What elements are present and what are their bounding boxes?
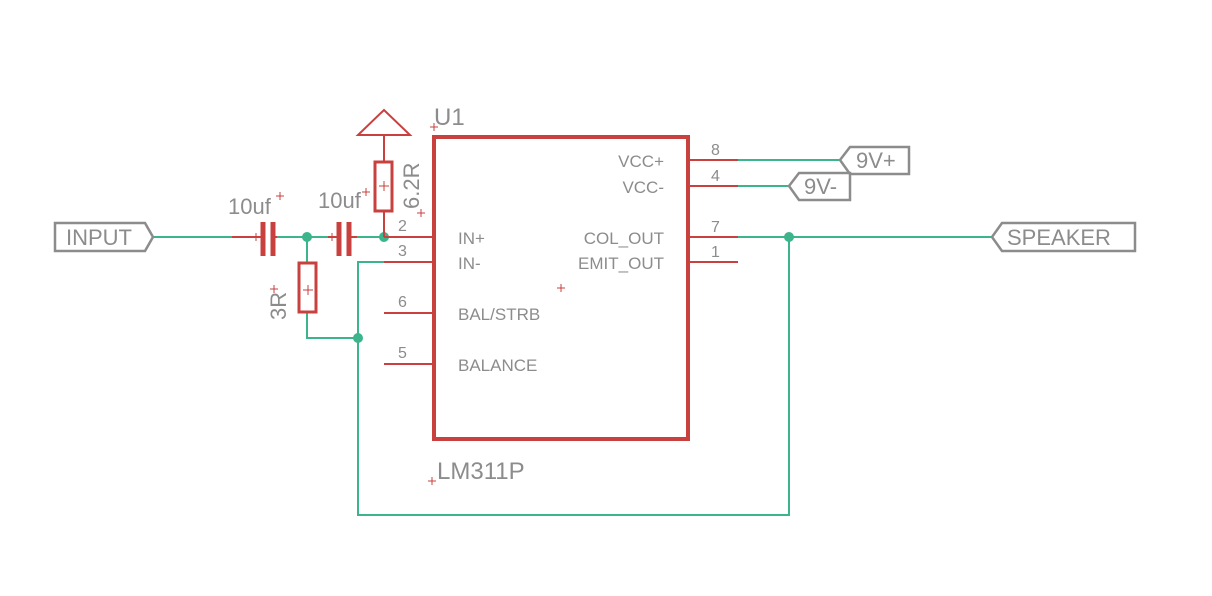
resistor-3r-value-label: 3R	[266, 292, 291, 320]
pin-label: COL_OUT	[584, 229, 664, 248]
resistor-3r-body	[297, 261, 318, 314]
pin-number: 2	[398, 218, 407, 235]
capacitor-c1[interactable]: 10uf	[228, 192, 284, 256]
ic-pin-in-minus[interactable]: 3 IN-	[384, 243, 481, 273]
junction-dot	[353, 333, 363, 343]
input-port[interactable]: INPUT	[53, 221, 155, 253]
speaker-port[interactable]: SPEAKER	[990, 221, 1137, 253]
pin-label: BAL/STRB	[458, 305, 540, 324]
nets	[152, 159, 992, 516]
c1-value-label: 10uf	[228, 194, 272, 219]
c2-value-label: 10uf	[318, 188, 362, 213]
vcc-pos-port-shape	[838, 145, 911, 176]
speaker-port-label: SPEAKER	[1007, 225, 1111, 250]
vcc-neg-port-label: 9V-	[804, 174, 837, 199]
vcc-neg-port-shape	[787, 171, 852, 202]
pin-label: VCC-	[622, 178, 664, 197]
input-port-label: INPUT	[66, 225, 132, 250]
capacitor-c2[interactable]: 10uf	[318, 188, 370, 256]
ic-pin-bal-strb[interactable]: 6 BAL/STRB	[384, 294, 540, 324]
net-feedback-loop[interactable]	[357, 237, 790, 516]
pin-number: 4	[711, 168, 720, 185]
ic-u1[interactable]: U1 LM311P 2 IN+ 3 IN- 6 BAL/STRB 5 BALAN…	[384, 104, 738, 485]
pin-number: 7	[711, 219, 720, 236]
ic-name-label: U1	[434, 104, 465, 131]
ic-pin-vcc-neg[interactable]: 4 VCC-	[622, 168, 738, 197]
net-3r-to-feedback[interactable]	[306, 313, 358, 339]
ground-triangle	[355, 108, 413, 136]
ic-pin-col-out[interactable]: 7 COL_OUT	[584, 219, 738, 248]
ic-pin-vcc-pos[interactable]: 8 VCC+	[618, 142, 738, 171]
pin-number: 1	[711, 244, 720, 261]
junction-dot	[302, 232, 312, 242]
pin-label: EMIT_OUT	[578, 254, 664, 273]
pin-number: 6	[398, 294, 407, 311]
pin-number: 8	[711, 142, 720, 159]
ic-body	[432, 135, 690, 441]
ic-value-label: LM311P	[437, 458, 525, 485]
input-port-shape	[53, 221, 155, 253]
pin-label: IN+	[458, 229, 485, 248]
resistor-6-2r-value-label: 6.2R	[399, 163, 424, 209]
ground-symbol[interactable]	[355, 108, 413, 162]
vcc-pos-port-label: 9V+	[856, 148, 896, 173]
speaker-port-shape	[990, 221, 1137, 253]
pin-number: 5	[398, 345, 407, 362]
ic-pin-balance[interactable]: 5 BALANCE	[384, 345, 537, 375]
ic-pin-emit-out[interactable]: 1 EMIT_OUT	[578, 244, 738, 273]
vcc-neg-port[interactable]: 9V-	[787, 171, 852, 202]
pin-label: VCC+	[618, 152, 664, 171]
pin-label: IN-	[458, 254, 481, 273]
junction-dot	[784, 232, 794, 242]
vcc-pos-port[interactable]: 9V+	[838, 145, 911, 176]
pin-label: BALANCE	[458, 356, 537, 375]
resistor-3r[interactable]: 3R	[266, 261, 318, 320]
resistor-6-2r[interactable]: 6.2R	[373, 160, 425, 237]
pin-number: 3	[398, 243, 407, 260]
ic-pin-in-plus[interactable]: 2 IN+	[384, 218, 485, 248]
